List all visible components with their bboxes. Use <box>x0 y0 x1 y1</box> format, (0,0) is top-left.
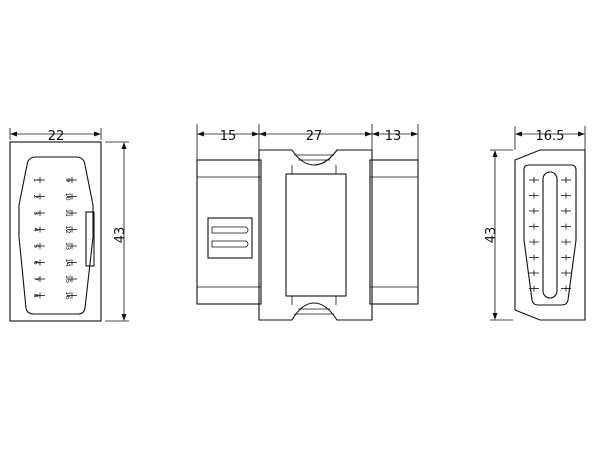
left-width-label: 22 <box>48 129 65 144</box>
left-key-notch <box>85 211 95 267</box>
right-height-label: 43 <box>484 227 499 244</box>
arrow-head <box>252 131 259 137</box>
arrow-head <box>10 131 17 137</box>
pin-number: 14 <box>64 258 72 266</box>
pin-number: 16 <box>64 291 72 299</box>
pin-number: 7 <box>32 277 40 281</box>
pin-number: 4 <box>32 227 40 231</box>
pin-number: 10 <box>64 192 72 200</box>
right-center-slot <box>542 171 558 299</box>
right-outer-shell <box>514 149 586 321</box>
left-outer-body <box>9 141 102 322</box>
pin-number: 15 <box>64 275 72 283</box>
mid-latch-window <box>207 217 253 259</box>
mid-right-label: 13 <box>385 129 402 144</box>
arrow-head <box>492 313 498 320</box>
pin-number: 3 <box>32 211 40 215</box>
arrow-head <box>492 150 498 157</box>
mid-left-plug <box>196 159 262 305</box>
middle-view: 15 27 13 <box>196 124 419 321</box>
mid-left-label: 15 <box>220 129 237 144</box>
arrow-head <box>365 131 372 137</box>
pin-number: 9 <box>64 178 72 182</box>
right-plug-face <box>523 164 577 306</box>
left-view: 22 1 9 2 10 3 11 4 12 5 13 6 14 7 15 8 16 43 <box>9 128 129 322</box>
arrow-head <box>578 131 585 137</box>
arrow-head <box>197 131 204 137</box>
left-height-label: 43 <box>113 227 128 244</box>
pin-number: 1 <box>32 178 40 182</box>
pin-number: 11 <box>64 209 72 217</box>
pin-number: 6 <box>32 260 40 264</box>
arrow-head <box>121 314 127 321</box>
pin-number: 5 <box>32 244 40 248</box>
arrow-head <box>515 131 522 137</box>
left-socket-outline <box>18 156 94 315</box>
mid-right-plug <box>369 159 419 305</box>
mid-center-body <box>258 149 373 321</box>
mid-latch-tab <box>211 226 249 234</box>
pin-number: 8 <box>32 293 40 297</box>
arrow-head <box>411 131 418 137</box>
right-width-label: 16.5 <box>536 129 565 144</box>
pin-number: 12 <box>64 225 72 233</box>
mid-center-panel <box>285 173 347 297</box>
arrow-head <box>94 131 101 137</box>
arrow-head <box>372 131 379 137</box>
right-view: 16.5 43 <box>484 126 586 321</box>
pin-number: 2 <box>32 194 40 198</box>
mid-latch-tab <box>211 240 249 248</box>
pin-number: 13 <box>64 242 72 250</box>
right-pin-group <box>529 177 571 292</box>
mid-center-label: 27 <box>306 129 323 144</box>
arrow-head <box>121 142 127 149</box>
left-pin-group: 1 9 2 10 3 11 4 12 5 13 6 14 7 15 8 16 <box>32 177 77 300</box>
arrow-head <box>259 131 266 137</box>
